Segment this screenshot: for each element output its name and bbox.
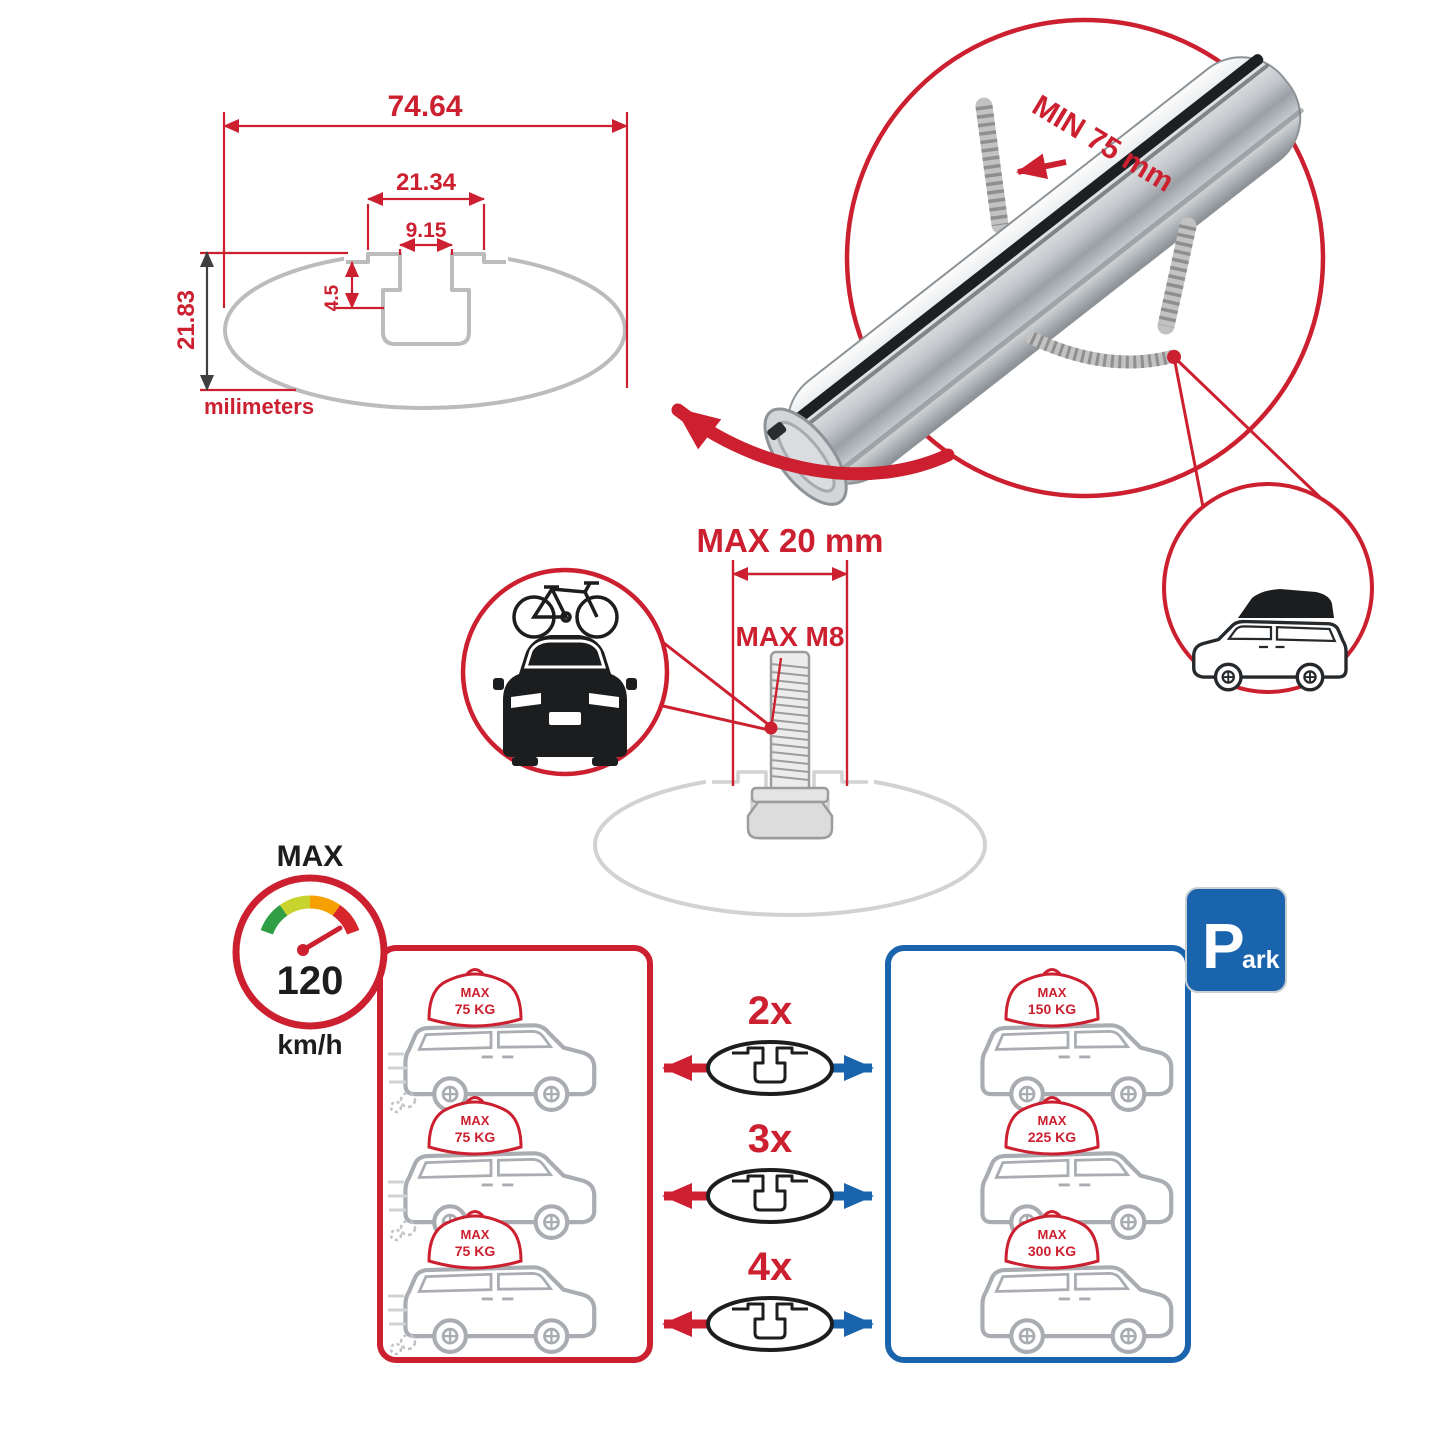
crossbar-closeup-circle: MIN 75 mm (763, 17, 1329, 508)
crossbar-option-row-1: 2x (662, 989, 874, 1096)
pod-max-label: MAX (461, 985, 490, 1000)
gauge-arc (260, 895, 360, 935)
crossbar-option-row-2: 3x (662, 1117, 874, 1224)
bolt-detail-diagram: MAX 20 mm MAX M8 (593, 522, 987, 917)
max-thread-label: MAX M8 (736, 621, 845, 652)
driving-car-row-1: MAX 75 KG (386, 968, 594, 1114)
profile-channel (346, 252, 506, 346)
pod-weight-value: 150 KG (1028, 1001, 1076, 1017)
t-bolt-icon (746, 650, 834, 840)
dim-label-total-width: 74.64 (387, 90, 462, 123)
pod-max-label: MAX (1038, 1113, 1067, 1128)
bike-callout-line-top (659, 638, 770, 727)
quantity-label-3: 4x (748, 1245, 793, 1289)
pod-max-label: MAX (461, 1113, 490, 1128)
callout-line-left (1172, 356, 1205, 508)
dim-label-channel-width: 21.34 (396, 169, 457, 196)
parked-car-row-1: MAX 150 KG (982, 968, 1171, 1110)
speed-value: 120 (277, 959, 344, 1003)
min-clamp-arrow (1016, 153, 1067, 180)
quantity-label-2: 3x (748, 1117, 793, 1161)
driving-car-row-2: MAX 75 KG (386, 1096, 594, 1242)
gauge-needle (300, 925, 343, 953)
parked-car-row-3: MAX 300 KG (982, 1210, 1171, 1352)
dimension-lines (200, 112, 629, 392)
parking-sign-plate (1185, 887, 1287, 993)
pod-weight-value: 75 KG (455, 1243, 496, 1259)
bike-car-circle (460, 567, 770, 777)
crossbar-cross-section-icon-2 (706, 1168, 834, 1224)
parking-sign: P ark (1185, 887, 1287, 993)
pod-weight-value: 75 KG (455, 1129, 496, 1145)
dim-label-lip-depth: 4.5 (322, 284, 343, 311)
clamp-strap-left (975, 97, 1009, 234)
roofbox-suv-circle (1162, 482, 1374, 694)
pod-weight-value: 75 KG (455, 1001, 496, 1017)
pod-max-label: MAX (461, 1227, 490, 1242)
clamp-strap-right (1025, 217, 1197, 369)
pod-max-label: MAX (1038, 985, 1067, 1000)
bike-callout-line-bottom (662, 704, 770, 732)
bolt-dimension-lines (731, 560, 849, 786)
profile-pointer-arrow (671, 403, 955, 481)
bicycle-icon (512, 581, 619, 639)
profile-dimension-diagram: 74.64 21.34 9.15 4.5 21.83 milimeters (173, 90, 629, 419)
pod-max-label: MAX (1038, 1227, 1067, 1242)
parking-letter: P (1202, 910, 1245, 982)
speed-limit-gauge: MAX 120 km/h (232, 840, 388, 1060)
crossbar-cross-section-icon-1 (706, 1040, 834, 1096)
roof-cargo-box-icon (1238, 589, 1334, 618)
crossbar-cross-section-icon-3 (706, 1296, 834, 1352)
parked-car-row-2: MAX 225 KG (982, 1096, 1171, 1238)
gauge-hub (297, 944, 309, 956)
driving-car-row-3: MAX 75 KG (386, 1210, 594, 1356)
dim-label-slot-width: 9.15 (406, 219, 447, 242)
pod-weight-value: 225 KG (1028, 1129, 1076, 1145)
parking-suffix: ark (1242, 946, 1280, 974)
speed-units: km/h (277, 1029, 342, 1060)
callout-line-right (1172, 355, 1329, 506)
quantity-label-1: 2x (748, 989, 793, 1033)
max-bolt-length-label: MAX 20 mm (696, 522, 883, 559)
dim-label-height: 21.83 (173, 290, 200, 350)
crossbar-photo (763, 54, 1304, 506)
car-front-icon (493, 635, 637, 766)
speed-max-label: MAX (277, 840, 344, 873)
units-label: milimeters (204, 394, 314, 419)
pod-weight-value: 300 KG (1028, 1243, 1076, 1259)
crossbar-option-row-3: 4x (662, 1245, 874, 1352)
